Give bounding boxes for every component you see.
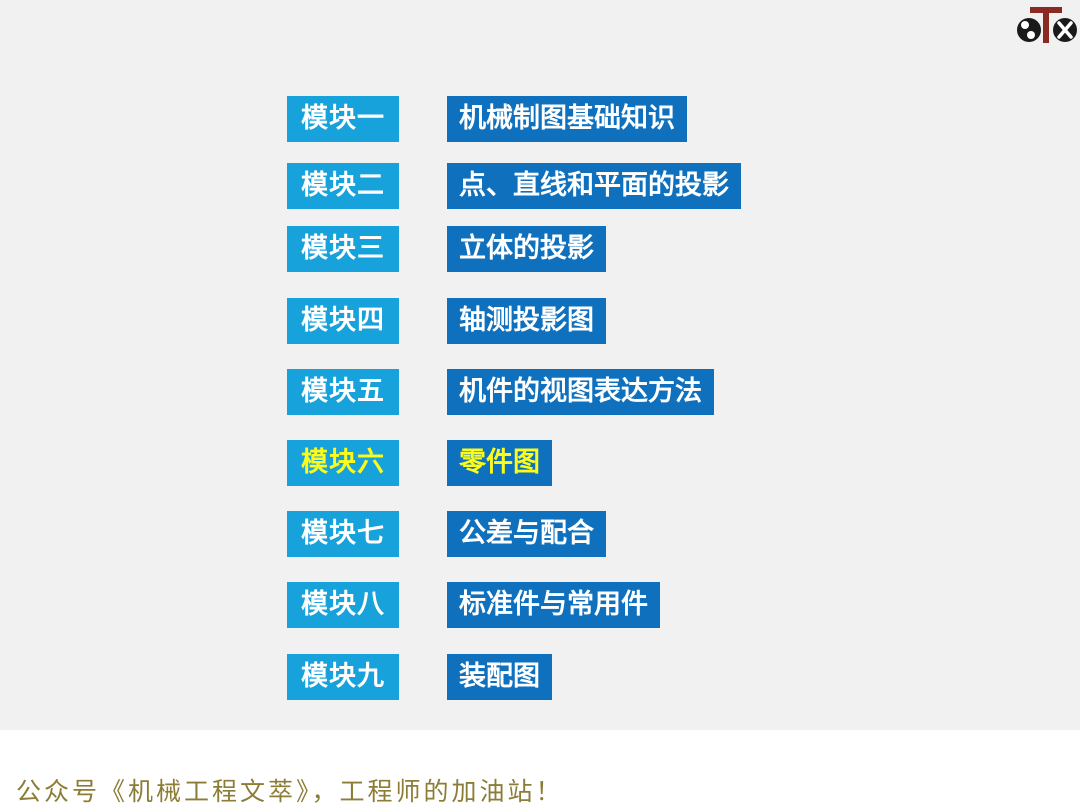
module-label[interactable]: 模块三 (287, 226, 399, 272)
module-row-6[interactable]: 模块六 零件图 (0, 440, 1080, 486)
module-title[interactable]: 装配图 (447, 654, 552, 700)
module-title[interactable]: 轴测投影图 (447, 298, 606, 344)
module-title[interactable]: 点、直线和平面的投影 (447, 163, 741, 209)
module-label[interactable]: 模块九 (287, 654, 399, 700)
module-row-2[interactable]: 模块二 点、直线和平面的投影 (0, 163, 1080, 209)
module-title[interactable]: 机件的视图表达方法 (447, 369, 714, 415)
module-title-active[interactable]: 零件图 (447, 440, 552, 486)
module-label[interactable]: 模块七 (287, 511, 399, 557)
module-label[interactable]: 模块一 (287, 96, 399, 142)
module-label[interactable]: 模块五 (287, 369, 399, 415)
module-row-8[interactable]: 模块八 标准件与常用件 (0, 582, 1080, 628)
module-row-4[interactable]: 模块四 轴测投影图 (0, 298, 1080, 344)
module-title[interactable]: 立体的投影 (447, 226, 606, 272)
module-title[interactable]: 标准件与常用件 (447, 582, 660, 628)
slide-canvas: 模块一 机械制图基础知识 模块二 点、直线和平面的投影 模块三 立体的投影 模块… (0, 0, 1080, 730)
module-row-3[interactable]: 模块三 立体的投影 (0, 226, 1080, 272)
module-row-1[interactable]: 模块一 机械制图基础知识 (0, 96, 1080, 142)
module-title[interactable]: 机械制图基础知识 (447, 96, 687, 142)
module-label-active[interactable]: 模块六 (287, 440, 399, 486)
module-row-5[interactable]: 模块五 机件的视图表达方法 (0, 369, 1080, 415)
module-row-9[interactable]: 模块九 装配图 (0, 654, 1080, 700)
module-title[interactable]: 公差与配合 (447, 511, 606, 557)
module-label[interactable]: 模块二 (287, 163, 399, 209)
module-label[interactable]: 模块四 (287, 298, 399, 344)
module-row-7[interactable]: 模块七 公差与配合 (0, 511, 1080, 557)
btx-logo-icon (1017, 7, 1077, 43)
footer-caption-bar: 公众号《机械工程文萃》，工程师的加油站！ (0, 730, 1080, 810)
module-label[interactable]: 模块八 (287, 582, 399, 628)
footer-caption: 公众号《机械工程文萃》，工程师的加油站！ (16, 777, 564, 806)
